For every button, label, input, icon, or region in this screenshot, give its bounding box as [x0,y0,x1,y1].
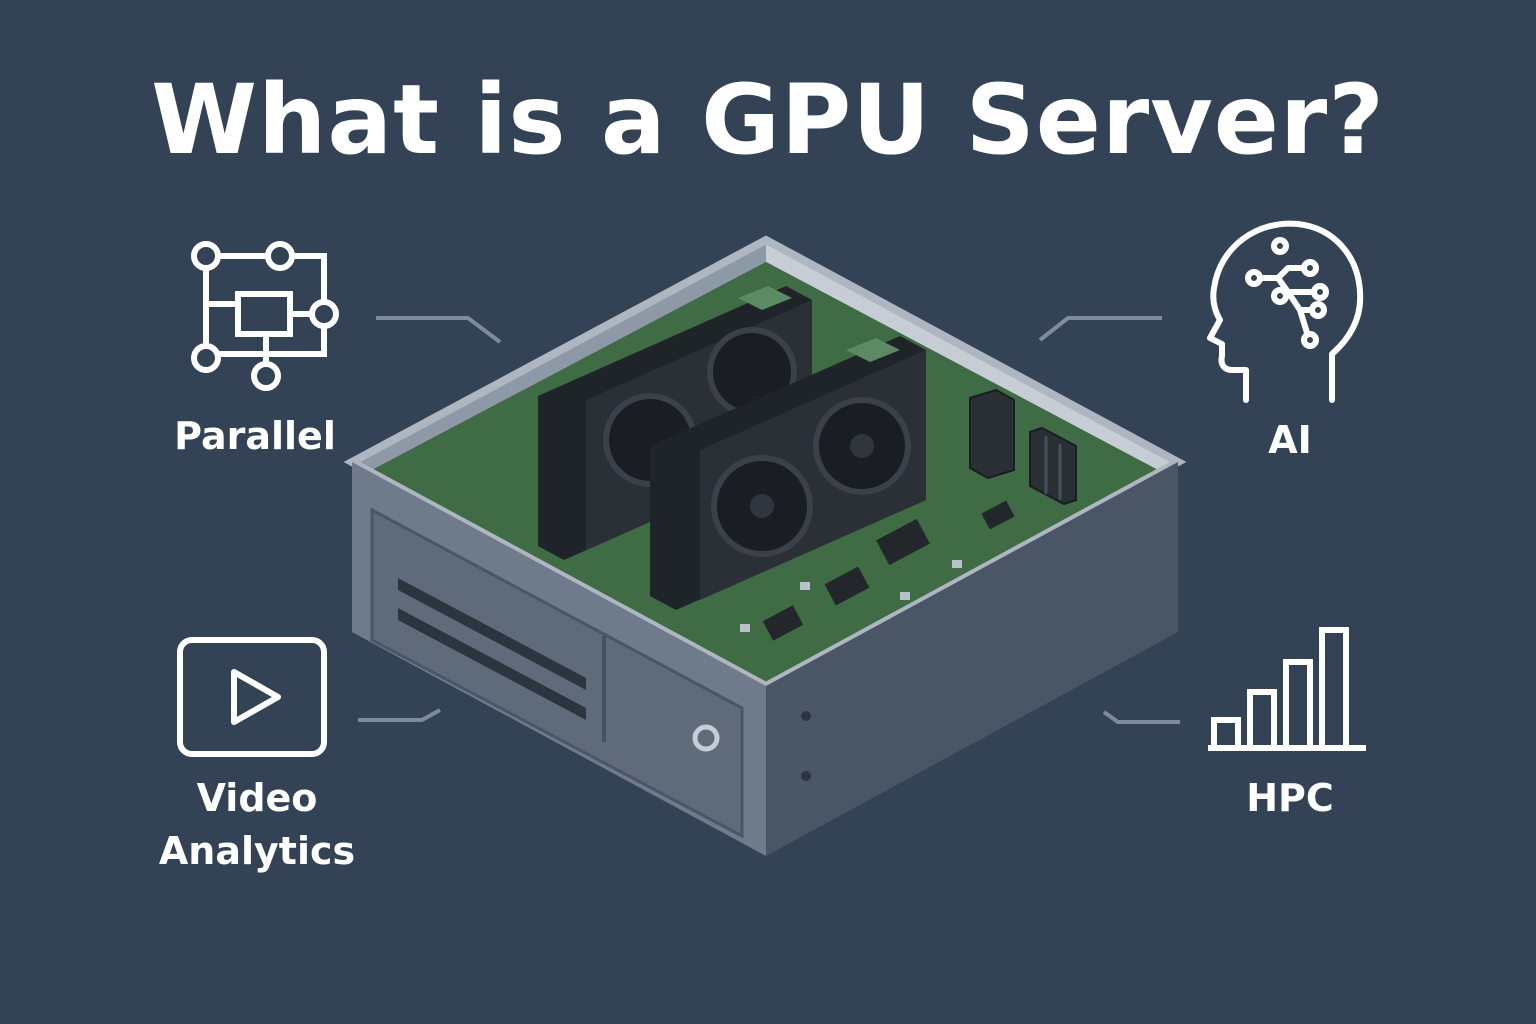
ram-block-2 [1029,426,1077,506]
power-button [692,724,720,752]
chip-2 [824,566,870,606]
gpu-card-2 [650,336,926,610]
label-parallel: Parallel [174,414,336,458]
side-indicator-2 [801,771,811,781]
drive-slot-1 [398,578,586,690]
connector-line-parallel [376,316,502,344]
connector-line-video [358,708,441,722]
label-hpc: HPC [1246,776,1334,820]
drive-slot-2 [398,608,586,720]
side-indicator-1 [801,711,811,721]
label-ai: AI [1268,418,1312,462]
connector-line-ai [1038,316,1162,342]
chip-8 [900,592,910,600]
label-video-line1: Video [196,776,318,820]
chip-7 [800,582,810,590]
ram-modules [969,388,1077,506]
label-video-line2: Analytics [158,829,356,874]
gpu-1-connector [738,286,792,310]
ram-block-1 [969,388,1015,480]
chip-6 [740,624,750,632]
chip-3 [762,605,804,641]
page-title: What is a GPU Server? [151,64,1385,176]
chassis-side-face [766,462,1178,856]
network-nodes-icon [191,241,339,391]
gpu-2-fan-2 [813,397,911,495]
board-components [740,500,1015,641]
play-button-icon [177,637,327,757]
bar-chart-icon [1208,627,1366,751]
chip-4 [981,500,1015,530]
connector-line-hpc [1102,710,1180,724]
label-video-analytics: Video Analytics [140,772,374,878]
chip-1 [876,518,930,566]
ai-head-icon [1207,220,1364,403]
gpu-2-fan-1 [711,455,813,557]
chip-5 [952,560,962,568]
gpu-2-connector [846,338,900,362]
